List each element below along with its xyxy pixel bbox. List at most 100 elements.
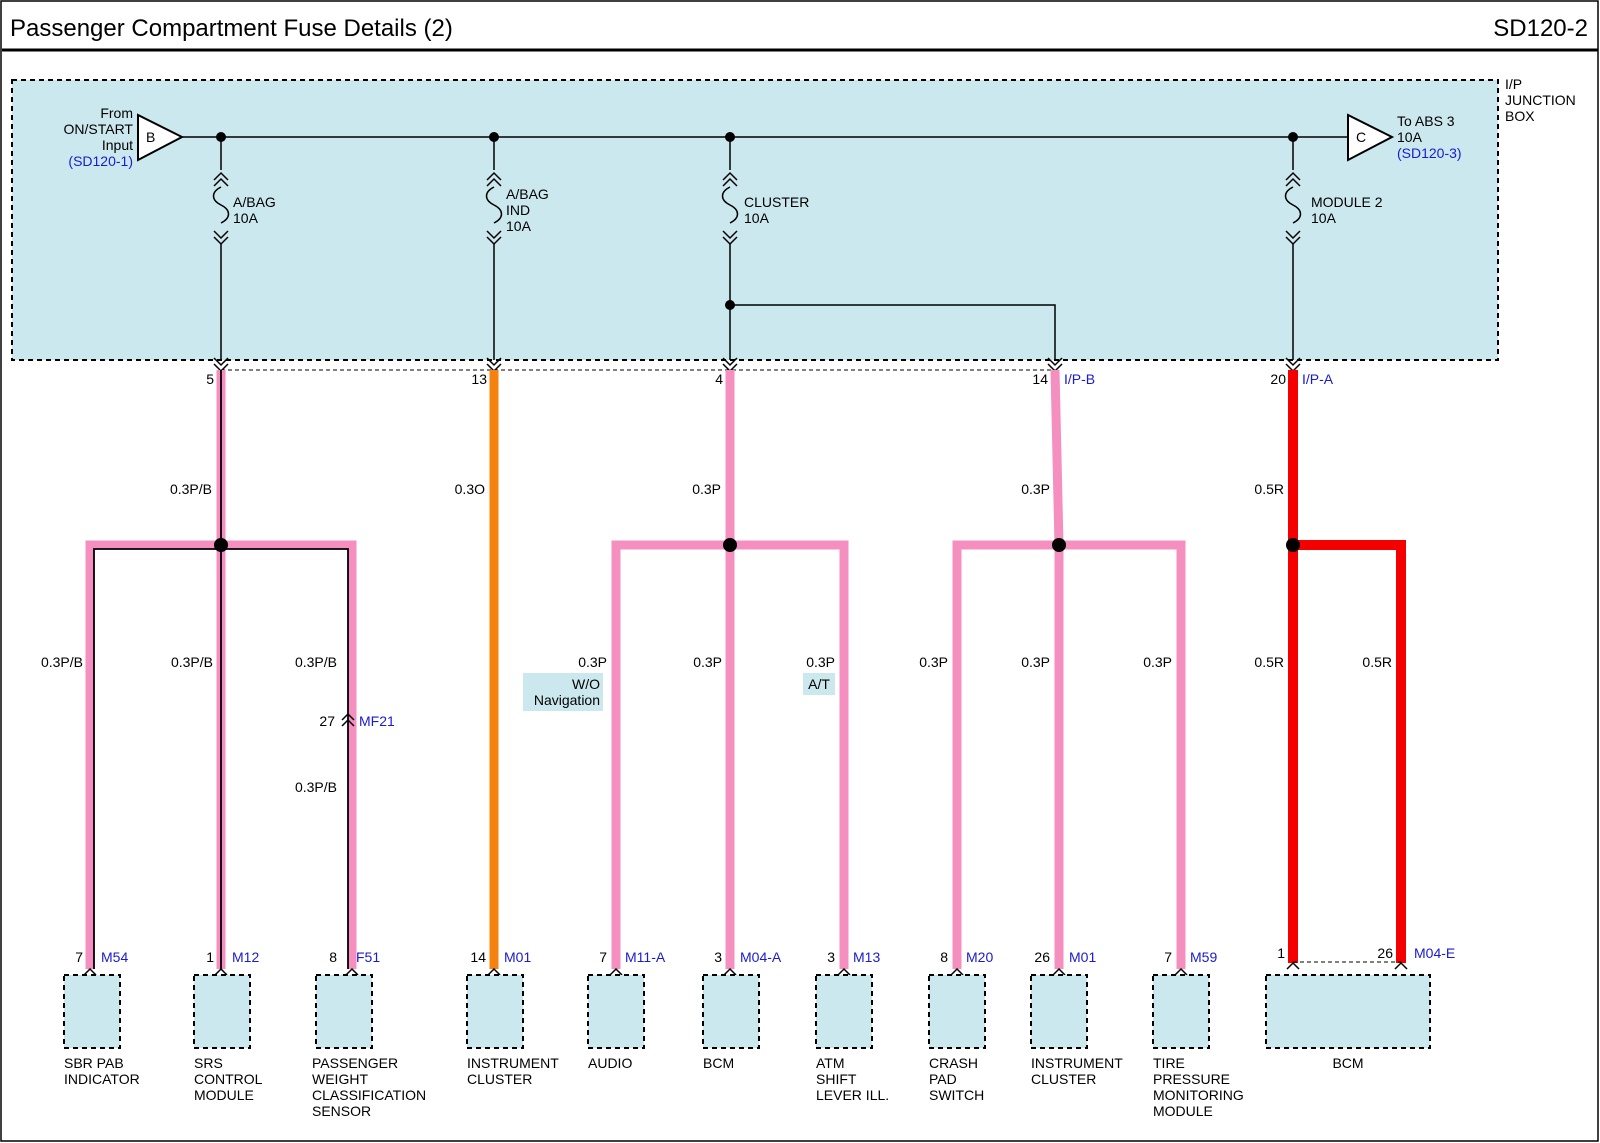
component-name: MONITORING — [1153, 1087, 1244, 1103]
source-connector-letter: B — [146, 129, 155, 145]
option-tag — [803, 673, 835, 695]
junction-box — [11, 79, 1499, 361]
component-pin: 3 — [714, 949, 722, 965]
component-connector: F51 — [356, 949, 380, 965]
output-ref: (SD120-3) — [1397, 145, 1462, 161]
component-connector: M01 — [1069, 949, 1096, 965]
fuse-rating: 10A — [506, 218, 532, 234]
component-connector: M13 — [853, 949, 880, 965]
component-name: LEVER ILL. — [816, 1087, 889, 1103]
wire-label: 0.3P/B — [295, 779, 337, 795]
wire-group-a-bag — [85, 370, 357, 969]
component-name: SHIFT — [816, 1071, 857, 1087]
component-connector: M59 — [1190, 949, 1217, 965]
diagram-title: Passenger Compartment Fuse Details (2) — [10, 15, 453, 42]
pin-number: 14 — [1032, 371, 1048, 387]
pin-number: 5 — [206, 371, 214, 387]
source-label-1: From — [100, 105, 133, 121]
wire-label: 0.3P — [806, 654, 835, 670]
component-name: TIRE — [1153, 1055, 1185, 1071]
component-name: INSTRUMENT — [467, 1055, 559, 1071]
wire-label: 0.3P — [692, 481, 721, 497]
component-connector: M01 — [504, 949, 531, 965]
component-name: PASSENGER — [312, 1055, 398, 1071]
component-name: CLUSTER — [467, 1071, 532, 1087]
wire-label: 0.5R — [1362, 654, 1392, 670]
component-boxes — [63, 974, 1431, 1049]
output-label-1: To ABS 3 — [1397, 113, 1455, 129]
diagram-code: SD120-2 — [1493, 15, 1588, 42]
component-pin-arrows — [83, 961, 1408, 976]
component-connector: M04-A — [740, 949, 782, 965]
fuse-label: A/BAG — [506, 186, 549, 202]
component-name: SRS — [194, 1055, 223, 1071]
fuse-a-bag: A/BAG 10A — [212, 137, 276, 360]
component-name: CONTROL — [194, 1071, 263, 1087]
inline-connector-symbol — [341, 712, 355, 727]
fuse-label: IND — [506, 202, 530, 218]
output-label-2: 10A — [1397, 129, 1423, 145]
wire-label: 0.3P/B — [295, 654, 337, 670]
fuse-a-bag-ind: A/BAG IND 10A — [485, 137, 549, 360]
component-connector: M04-E — [1414, 945, 1455, 961]
inline-connector-pin: 27 — [319, 713, 335, 729]
wire-label: 0.3O — [455, 481, 485, 497]
wire-label: 0.3P — [693, 654, 722, 670]
fuse-rating: 10A — [744, 210, 770, 226]
wire-label: 0.3P/B — [41, 654, 83, 670]
internal-branch — [730, 304, 1056, 360]
wire-label: 0.3P — [578, 654, 607, 670]
component-name: MODULE — [194, 1087, 254, 1103]
pin-connector: I/P-B — [1064, 371, 1095, 387]
junction-box-label-2: JUNCTION — [1505, 92, 1576, 108]
component-connector: M54 — [101, 949, 128, 965]
wire-group-module-2 — [1286, 370, 1406, 963]
component-names: SBR PAB INDICATOR SRS CONTROL MODULE PAS… — [64, 1055, 1364, 1119]
wire-label: 0.3P — [1021, 481, 1050, 497]
wire-group-cluster — [611, 370, 849, 969]
wire-label: 0.5R — [1254, 654, 1284, 670]
wire-group-cluster-2 — [952, 369, 1186, 969]
component-connector: M11-A — [625, 949, 666, 965]
wire-label: 0.3P — [919, 654, 948, 670]
component-pin: 8 — [940, 949, 948, 965]
component-name: SWITCH — [929, 1087, 984, 1103]
component-name: INDICATOR — [64, 1071, 140, 1087]
inline-connector-id: MF21 — [359, 713, 395, 729]
fuse-rating: 10A — [1311, 210, 1337, 226]
component-pin: 7 — [75, 949, 83, 965]
wire-label: 0.3P/B — [170, 481, 212, 497]
component-pin: 26 — [1034, 949, 1050, 965]
component-name: PRESSURE — [1153, 1071, 1230, 1087]
component-pin: 1 — [206, 949, 214, 965]
component-pin: 26 — [1377, 945, 1393, 961]
component-connector: M20 — [966, 949, 993, 965]
output-connector-letter: C — [1356, 129, 1366, 145]
component-pin: 8 — [329, 949, 337, 965]
component-name: INSTRUMENT — [1031, 1055, 1123, 1071]
source-ref: (SD120-1) — [68, 153, 133, 169]
option-tag — [523, 673, 603, 711]
wire-label: 0.5R — [1254, 481, 1284, 497]
source-connector-symbol — [137, 113, 185, 162]
pin-number: 13 — [471, 371, 487, 387]
component-name: CLASSIFICATION — [312, 1087, 426, 1103]
component-pin: 14 — [470, 949, 486, 965]
fuse-label: MODULE 2 — [1311, 194, 1383, 210]
component-name: MODULE — [1153, 1103, 1213, 1119]
component-pin: 7 — [599, 949, 607, 965]
junction-box-label-3: BOX — [1505, 108, 1535, 124]
pin-number: 20 — [1270, 371, 1286, 387]
fuse-label: A/BAG — [233, 194, 276, 210]
component-pin: 7 — [1164, 949, 1172, 965]
component-connector: M12 — [232, 949, 259, 965]
option-tag-text: A/T — [808, 676, 830, 692]
component-name: BCM — [1332, 1055, 1363, 1071]
wire-label: 0.3P — [1143, 654, 1172, 670]
component-pin: 3 — [827, 949, 835, 965]
wire-label: 0.3P — [1021, 654, 1050, 670]
source-label-2: ON/START — [64, 121, 134, 137]
wire-label: 0.3P/B — [171, 654, 213, 670]
